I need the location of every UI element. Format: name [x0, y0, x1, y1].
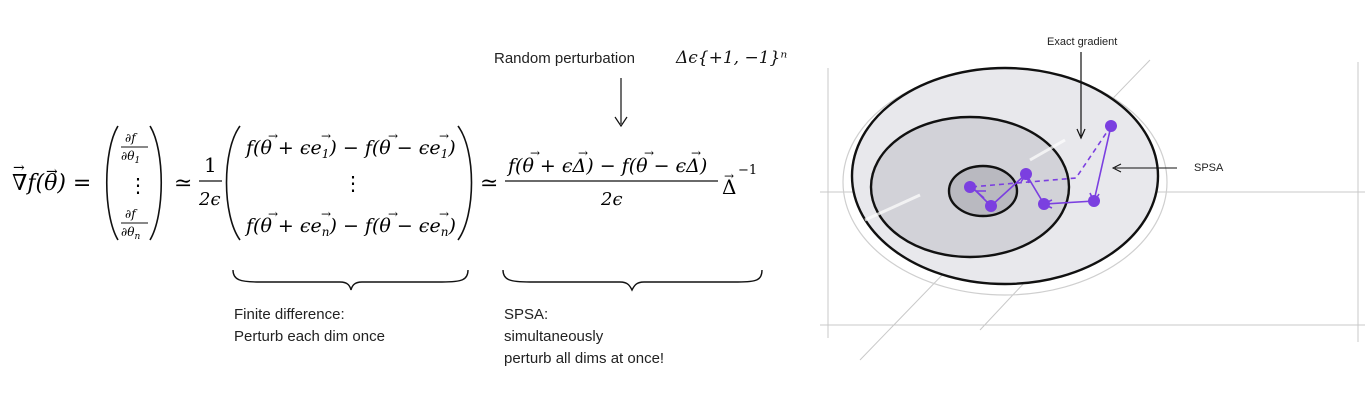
svg-text:f(θ + ϵe1) − f(θ − ϵe1): f(θ + ϵe1) − f(θ − ϵe1): [244, 137, 456, 161]
svg-text:→: →: [439, 207, 449, 221]
svg-text:→: →: [691, 146, 701, 160]
svg-text:2ϵ: 2ϵ: [198, 189, 221, 210]
exact-gradient-pointer: [1076, 52, 1086, 140]
svg-text:∂θ1: ∂θ1: [121, 149, 140, 166]
svg-text:f(θ + ϵen) − f(θ − ϵen): f(θ + ϵen) − f(θ − ϵen): [244, 215, 456, 239]
finite-difference-vector: f(θ + ϵe1) − f(θ − ϵe1) → → → → ⋮ f(θ + …: [225, 125, 473, 241]
path-point: [1038, 198, 1050, 210]
svg-text:∂f: ∂f: [125, 207, 138, 221]
svg-text:→: →: [388, 129, 398, 143]
contour-figure: [820, 52, 1365, 361]
svg-text:∂θn: ∂θn: [121, 225, 140, 242]
svg-text:−1: −1: [738, 163, 757, 178]
gradient-vector: ∂f ∂θ1 ⋮ ∂f ∂θn: [105, 125, 163, 242]
svg-text:≃: ≃: [174, 171, 192, 196]
svg-text:→: →: [439, 129, 449, 143]
svg-text:∇f(θ) =: ∇f(θ) =: [12, 171, 91, 196]
svg-text:→: →: [321, 129, 331, 143]
svg-text:→: →: [724, 169, 734, 183]
svg-text:≃: ≃: [480, 171, 498, 196]
svg-text:→: →: [268, 207, 278, 221]
equation-lhs: ∇f(θ) = → →: [12, 160, 91, 196]
exact-gradient-label: Exact gradient: [1047, 36, 1118, 48]
spsa-brace: [502, 269, 763, 292]
svg-text:→: →: [644, 146, 654, 160]
svg-text:→: →: [530, 146, 540, 160]
spsa-line1: SPSA:: [504, 306, 549, 323]
path-point: [1105, 120, 1117, 132]
random-perturbation-math: Δϵ{+1, −1}ⁿ: [676, 48, 788, 68]
path-points: [964, 120, 1117, 212]
svg-text:→: →: [578, 146, 588, 160]
svg-text:1: 1: [204, 153, 217, 177]
spsa-label: SPSA: [1194, 162, 1224, 174]
finite-difference-line1: Finite difference:: [234, 306, 345, 323]
spsa-pointer: [1111, 163, 1177, 173]
equation-svg: ∇f(θ) = → → ∂f ∂θ1 ⋮ ∂f ∂θn ≃ 1 2ϵ f(θ +…: [12, 78, 763, 292]
random-perturbation-label: Random perturbation: [494, 50, 635, 67]
svg-text:∂f: ∂f: [125, 131, 138, 145]
svg-text:f(θ + ϵΔ) − f(θ − ϵΔ): f(θ + ϵΔ) − f(θ − ϵΔ): [506, 155, 707, 177]
path-point: [985, 200, 997, 212]
path-point: [1088, 195, 1100, 207]
finite-difference-note: Finite difference: Perturb each dim once: [234, 304, 385, 348]
spsa-line3: perturb all dims at once!: [504, 350, 665, 367]
svg-text:→: →: [46, 164, 58, 180]
spsa-note: SPSA: simultaneously perturb all dims at…: [504, 304, 664, 370]
svg-text:Δ: Δ: [722, 175, 736, 199]
svg-text:→: →: [321, 207, 331, 221]
path-point: [1020, 168, 1032, 180]
finite-difference-brace: [232, 269, 469, 291]
svg-text:→: →: [13, 160, 25, 176]
exact-gradient-path: [969, 125, 1112, 188]
path-point: [964, 181, 976, 193]
svg-text:→: →: [388, 207, 398, 221]
svg-text:⋮: ⋮: [343, 171, 363, 195]
svg-text:⋮: ⋮: [128, 173, 148, 197]
perturbation-arrow: [614, 78, 628, 128]
one-over-two-epsilon: ≃ 1 2ϵ: [174, 153, 222, 210]
svg-text:2ϵ: 2ϵ: [600, 189, 623, 210]
svg-text:→: →: [268, 129, 278, 143]
spsa-line2: simultaneously: [504, 328, 604, 345]
finite-difference-line2: Perturb each dim once: [234, 328, 385, 345]
spsa-fraction: ≃ f(θ + ϵΔ) − f(θ − ϵΔ) → → → → 2ϵ Δ → −…: [480, 146, 757, 210]
